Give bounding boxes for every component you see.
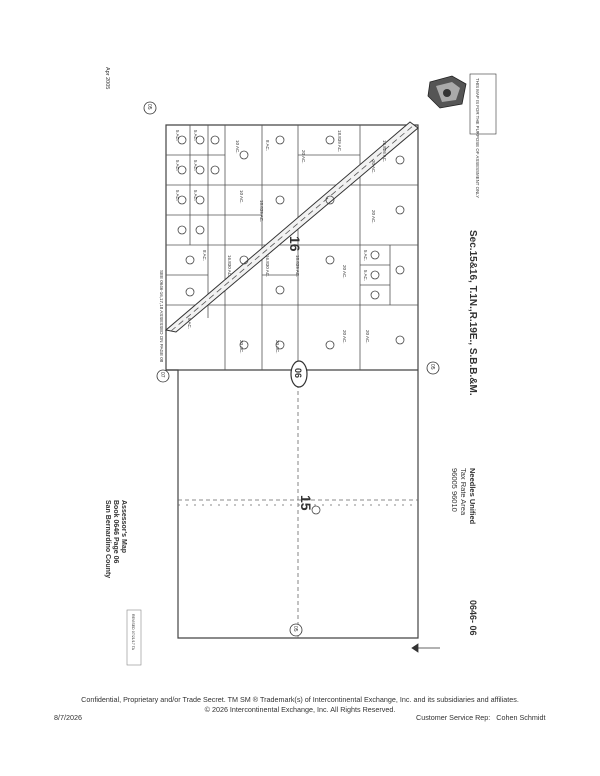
diagonal-road: [164, 121, 419, 333]
lot-label: 5 AC.: [193, 130, 198, 141]
lot-label: 5 AC.: [193, 160, 198, 171]
section-number-15: 15: [298, 495, 314, 511]
svg-text:REVISED 07/21/17 TA: REVISED 07/21/17 TA: [131, 614, 135, 651]
lot-label: 5 AC.: [175, 160, 180, 171]
customer-service-rep: Customer Service Rep: Cohen Schmidt: [416, 713, 545, 722]
svg-text:THIS MAP IS FOR THE PURPOSE OF: THIS MAP IS FOR THE PURPOSE OF ASSESSMEN…: [475, 78, 480, 198]
lot-label: 8 AC.: [202, 250, 207, 261]
date-code: Apr 2005: [104, 67, 110, 89]
lot-label: 20 AC.: [342, 330, 347, 344]
lot-area-labels: 20 AC. 20 AC. 20 AC. 20 AC. 20 AC. 20 AC…: [175, 130, 387, 354]
rep-label: Customer Service Rep:: [416, 713, 491, 722]
footer-legal-notice: Confidential, Proprietary and/or Trade S…: [81, 695, 519, 704]
school-district: Needles Unified: [468, 468, 477, 525]
lot-label: 5 AC.: [363, 270, 368, 281]
lot-label: 16.830 AC.: [265, 255, 270, 277]
book-page: Book 0646 Page 06: [112, 500, 119, 564]
boundary-markers: 05 05 07 05: [143, 101, 440, 637]
assessor-map-title: Assessor's Map: [120, 500, 127, 553]
lot-label: 20 AC.: [239, 340, 244, 354]
road-note: SEE 0646-16,17,18 ASSESSED ON PAGE 08: [159, 270, 164, 363]
lot-label: 18.839 AC.: [295, 255, 300, 277]
lot-label: 10 AC.: [235, 140, 240, 154]
north-arrow-icon: [411, 643, 440, 653]
lot-label: 8 AC.: [265, 140, 270, 151]
lot-label: 20 AC.: [301, 150, 306, 164]
lot-label: 5 AC.: [175, 130, 180, 141]
lot-label: 5 AC.: [175, 190, 180, 201]
county-name: San Bernardino County: [104, 500, 111, 578]
book-page-code: 0646- 06: [468, 600, 478, 636]
lot-label: 18.839 AC.: [259, 200, 264, 222]
county-seal-icon: [427, 75, 467, 109]
rep-name: Cohen Schmidt: [496, 713, 546, 722]
svg-text:05: 05: [429, 364, 435, 370]
tax-rate-area: Tax Rate Area: [459, 468, 468, 516]
lot-label: 20 AC.: [371, 160, 376, 174]
lot-label: 18.839 AC.: [337, 130, 342, 152]
lot-label: 20 AC.: [365, 330, 370, 344]
parcel-block-oval: 06: [290, 360, 308, 388]
footer-copyright: © 2026 Intercontinental Exchange, Inc. A…: [204, 705, 396, 714]
svg-text:05: 05: [146, 104, 152, 110]
section-number-16: 16: [287, 236, 303, 252]
svg-text:07: 07: [159, 372, 165, 378]
lot-label: 20 AC.: [342, 265, 347, 279]
lot-label: 16.830 AC.: [227, 255, 232, 277]
dashed-section-lines: [178, 370, 418, 638]
section-heading: Sec.15&16, T.1N.,R.19E., S.B.B.&M.: [467, 230, 478, 396]
lot-label: 5 AC.: [193, 190, 198, 201]
lot-label: 8 AC.: [187, 318, 192, 329]
lot-label: 20 AC.: [371, 210, 376, 224]
revision-stamp: REVISED 07/21/17 TA: [126, 609, 142, 666]
disclaimer-box: THIS MAP IS FOR THE PURPOSE OF ASSESSMEN…: [469, 73, 497, 198]
tax-codes: 96005 96010: [450, 468, 459, 512]
lot-label: 5 AC.: [363, 250, 368, 261]
footer-date: 8/7/2026: [54, 713, 82, 722]
lot-label: 20 AC.: [275, 340, 280, 354]
lot-label: 10 AC.: [239, 190, 244, 204]
svg-text:05: 05: [292, 626, 298, 632]
parcel-circles: [177, 135, 405, 515]
assessor-parcel-map: 20 AC. 20 AC. 20 AC. 20 AC. 20 AC. 20 AC…: [104, 67, 497, 666]
lot-label: 16.826 AC.: [382, 140, 387, 162]
svg-text:06: 06: [293, 368, 303, 378]
